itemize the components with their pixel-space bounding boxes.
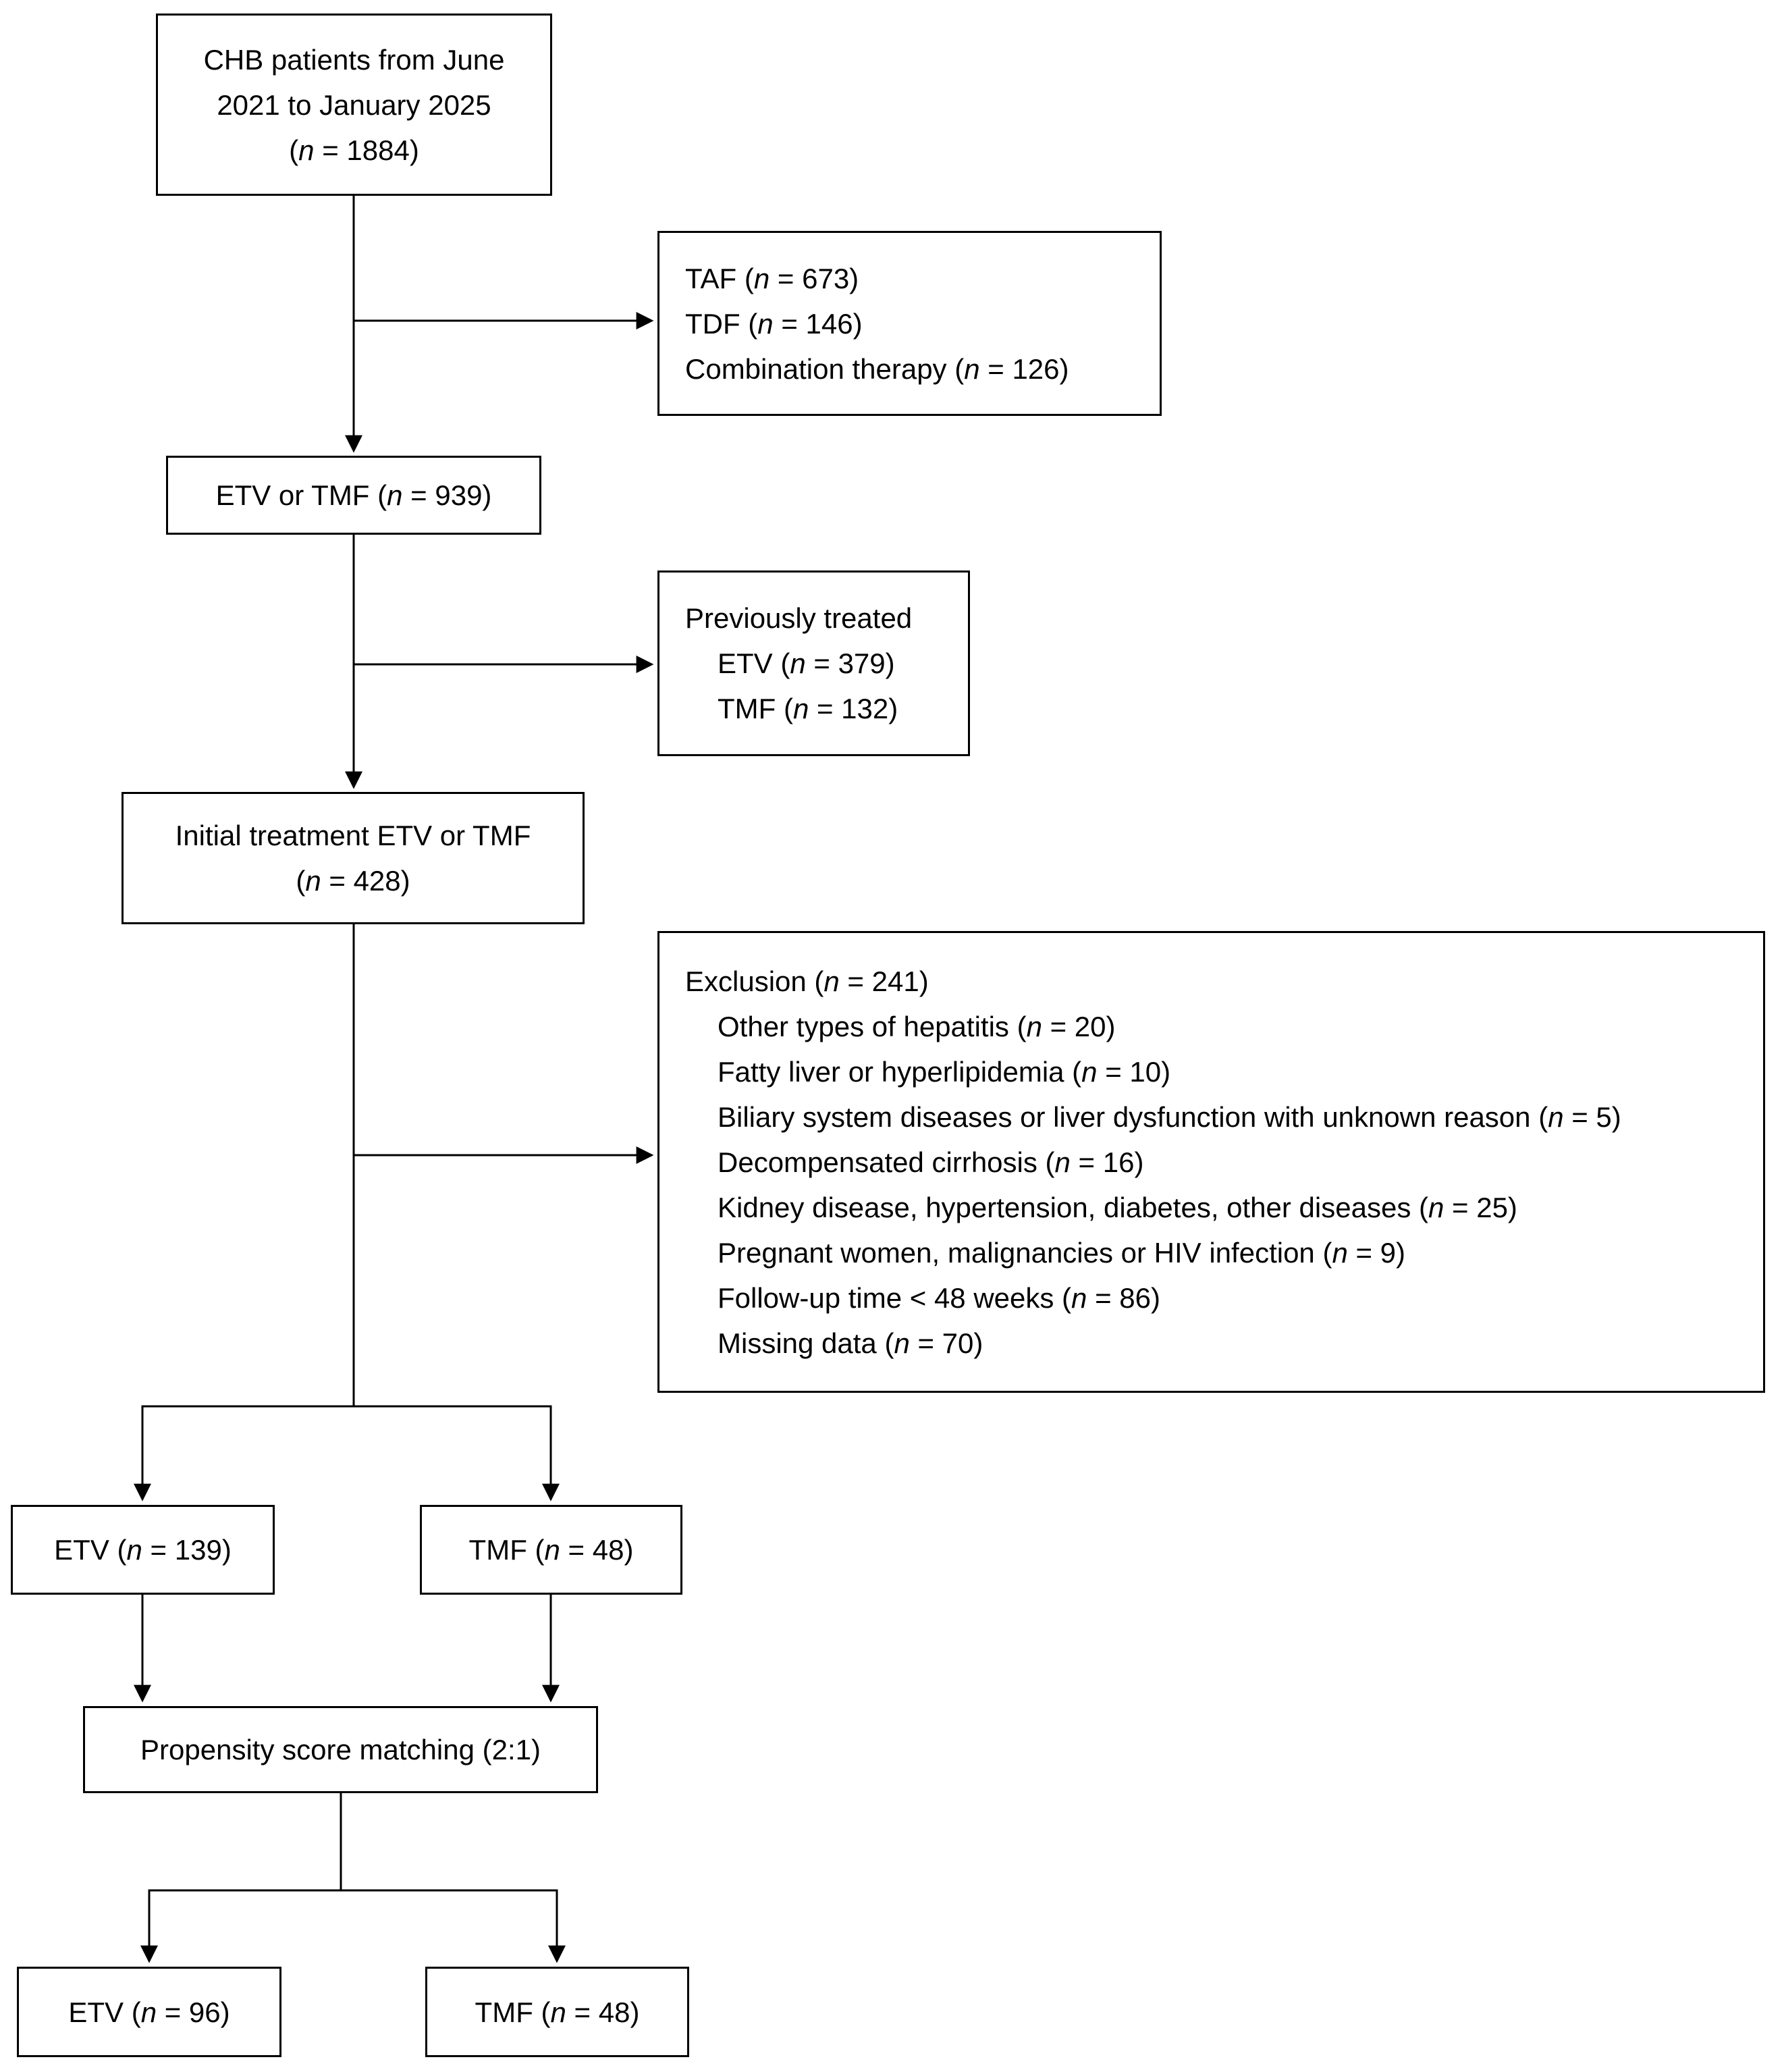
box-text-line: Exclusion (n = 241) xyxy=(685,965,929,997)
box-text-line: ETV (n = 139) xyxy=(54,1534,232,1566)
box-text-line: Other types of hepatitis (n = 20) xyxy=(718,1010,1116,1042)
box-text-line: TAF (n = 673) xyxy=(685,262,859,294)
box-text-line: Combination therapy (n = 126) xyxy=(685,352,1069,385)
box-chb-patients: CHB patients from June 2021 to January 2… xyxy=(156,14,552,196)
box-text-line: TMF (n = 48) xyxy=(475,1996,640,2028)
box-text-line: CHB patients from June xyxy=(203,43,505,76)
box-propensity-score-matching: Propensity score matching (2:1) xyxy=(83,1706,598,1793)
box-previously-treated: Previously treated ETV (n = 379) TMF (n … xyxy=(657,570,970,756)
box-text-line: Previously treated xyxy=(685,602,913,634)
box-etv-96: ETV (n = 96) xyxy=(17,1967,281,2057)
box-text-line: Propensity score matching (2:1) xyxy=(140,1734,541,1765)
box-text-line: TMF (n = 48) xyxy=(468,1534,634,1566)
box-text-line: Kidney disease, hypertension, diabetes, … xyxy=(718,1191,1517,1223)
box-text-line: ETV (n = 96) xyxy=(68,1996,230,2028)
box-tmf-48-post: TMF (n = 48) xyxy=(425,1967,689,2057)
box-text-line: (n = 428) xyxy=(296,865,410,897)
box-text-line: 2021 to January 2025 xyxy=(217,88,491,121)
box-text-line: Pregnant women, malignancies or HIV infe… xyxy=(718,1236,1406,1269)
box-etv-139: ETV (n = 139) xyxy=(11,1505,275,1595)
box-etv-tmf-939: ETV or TMF (n = 939) xyxy=(166,456,541,535)
box-text-line: Decompensated cirrhosis (n = 16) xyxy=(718,1146,1144,1178)
box-text-line: (n = 1884) xyxy=(289,134,419,166)
box-other-therapy: TAF (n = 673) TDF (n = 146) Combination … xyxy=(657,231,1162,416)
box-tmf-48-pre: TMF (n = 48) xyxy=(420,1505,682,1595)
box-text-line: ETV (n = 379) xyxy=(718,647,895,679)
box-text-line: Biliary system diseases or liver dysfunc… xyxy=(718,1100,1621,1133)
box-text-line: Fatty liver or hyperlipidemia (n = 10) xyxy=(718,1055,1171,1088)
box-text-line: TDF (n = 146) xyxy=(685,307,863,340)
box-exclusion: Exclusion (n = 241) Other types of hepat… xyxy=(657,931,1765,1393)
box-text-line: Initial treatment ETV or TMF xyxy=(175,820,531,851)
box-text-line: Missing data (n = 70) xyxy=(718,1327,983,1359)
box-text-line: TMF (n = 132) xyxy=(718,693,898,724)
box-text-line: Follow-up time < 48 weeks (n = 86) xyxy=(718,1281,1160,1314)
box-text-line: ETV or TMF (n = 939) xyxy=(215,479,492,511)
box-initial-treatment: Initial treatment ETV or TMF (n = 428) xyxy=(122,792,585,924)
